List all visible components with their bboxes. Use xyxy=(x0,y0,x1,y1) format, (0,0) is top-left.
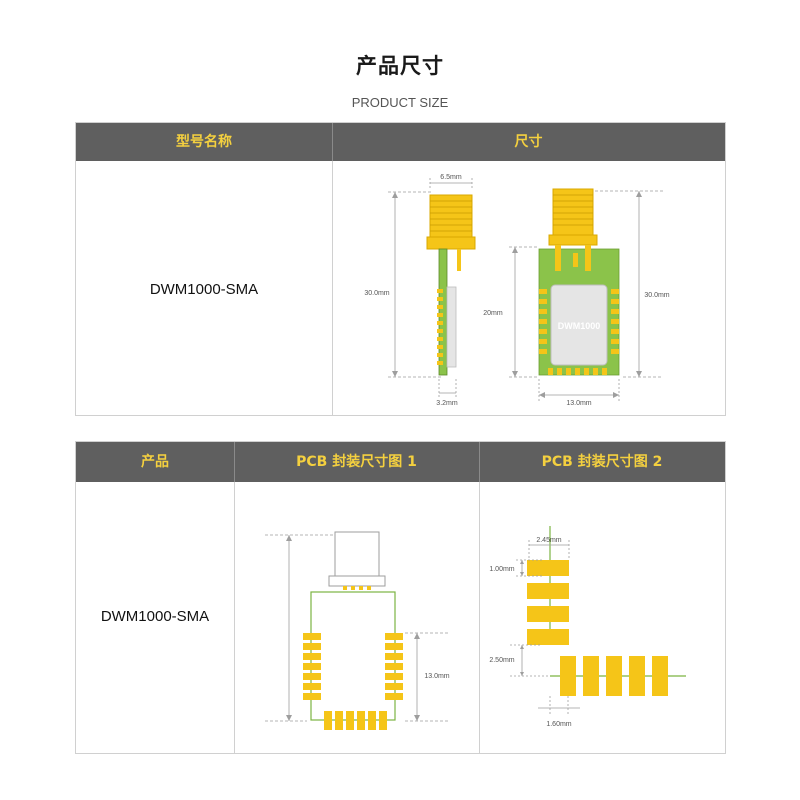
dim-width-bottom: 13.0mm xyxy=(566,400,591,407)
col-footprint-2: PCB 封装尺寸图 2 xyxy=(541,454,663,470)
pcb-front-view: DWM1000 xyxy=(538,245,620,376)
sma-connector-side-icon xyxy=(426,194,476,271)
size-table-header xyxy=(76,123,725,161)
dim-pad-spacing: 1.60mm xyxy=(546,721,571,728)
pcb-table-header xyxy=(76,442,725,482)
dim-footprint-height: 13.0mm xyxy=(424,673,449,680)
footprint-2-pads xyxy=(527,526,686,696)
footprint-board-outline xyxy=(303,591,403,730)
col-size: 尺寸 xyxy=(514,134,543,150)
pcb-footprint-drawing-1: 13.0mm xyxy=(265,531,450,730)
sma-connector-front-icon xyxy=(548,188,598,271)
header-divider-2 xyxy=(479,442,480,482)
dim-height-mid: 20mm xyxy=(483,310,503,317)
dim-pad-pitch: 1.00mm xyxy=(489,566,514,573)
dim-pad-width: 2.45mm xyxy=(536,537,561,544)
column-divider-1 xyxy=(234,482,235,753)
header-divider xyxy=(332,123,333,161)
pcb-side-view xyxy=(437,248,457,376)
header-divider-1 xyxy=(234,442,235,482)
footprint-2-dimension-lines xyxy=(510,540,580,714)
footprint-1-dimension-lines xyxy=(265,534,450,722)
model-name-cell: DWM1000-SMA xyxy=(149,281,259,298)
column-divider-2 xyxy=(479,482,480,753)
dim-pad-gap: 2.50mm xyxy=(489,657,514,664)
product-name-cell: DWM1000-SMA xyxy=(100,608,210,625)
module-dimension-drawing: 6.5mm 30.0mm 3.2mm DWM1000 xyxy=(364,174,669,407)
col-product: 产品 xyxy=(141,454,169,470)
connector-outline-icon xyxy=(328,531,386,590)
dim-height-right: 30.0mm xyxy=(644,292,669,299)
dim-height-left: 30.0mm xyxy=(364,290,389,297)
front-dimension-lines xyxy=(509,190,663,401)
pcb-footprint-table: 产品 PCB 封装尺寸图 1 PCB 封装尺寸图 2 DWM1000-SMA xyxy=(75,441,726,754)
column-divider xyxy=(332,161,333,415)
pcb-footprint-drawing-2: 2.45mm 1.00mm 2.50mm 1.60mm xyxy=(489,526,686,728)
side-dimension-lines xyxy=(388,178,473,397)
dim-thickness: 3.2mm xyxy=(436,400,458,407)
col-footprint-1: PCB 封装尺寸图 1 xyxy=(296,454,417,470)
page-subtitle: PRODUCT SIZE xyxy=(351,95,449,110)
size-table: 型号名称 尺寸 DWM1000-SMA xyxy=(75,122,726,416)
chip-label: DWM1000 xyxy=(558,321,601,331)
page-title: 产品尺寸 xyxy=(356,54,444,78)
dim-width-top: 6.5mm xyxy=(440,174,462,181)
col-model-name: 型号名称 xyxy=(176,134,232,150)
